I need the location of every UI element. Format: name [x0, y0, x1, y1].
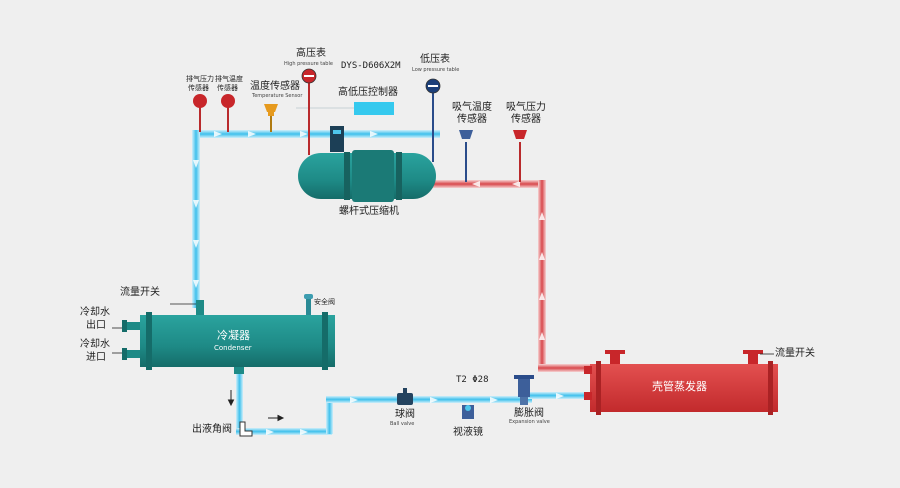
hl-controller-label: 高低压控制器	[338, 87, 398, 98]
suction-temp-label-l1: 吸气温度	[452, 102, 492, 113]
hot-pipe-suction	[430, 180, 590, 372]
screw-compressor	[298, 126, 436, 202]
discharge-pressure-label-l2: 传感器	[188, 84, 209, 92]
low-pressure-label: 低压表	[420, 54, 450, 65]
flow-switch-left-label: 流量开关	[120, 287, 160, 298]
ball-valve-label: 球阀	[395, 409, 415, 420]
discharge-temp-sensor	[221, 94, 235, 132]
condenser	[122, 300, 335, 374]
sight-glass	[462, 405, 474, 419]
temp-sensor-label-en: Temperature Sensor	[252, 93, 303, 99]
discharge-temp-label-l2: 传感器	[217, 84, 238, 92]
expansion-valve	[514, 375, 534, 405]
cooling-water-out-l1: 冷却水	[80, 307, 110, 318]
hl-controller-box	[354, 102, 394, 115]
condenser-label: 冷凝器	[217, 329, 250, 342]
safety-valve	[304, 294, 313, 315]
suction-pressure-label-l2: 传感器	[511, 114, 541, 125]
ball-valve	[397, 388, 413, 405]
flow-switch-right-label: 流量开关	[775, 348, 815, 359]
discharge-pressure-label-l1: 排气压力	[186, 75, 214, 83]
direction-arrows	[227, 390, 285, 422]
sight-glass-label: 视液镜	[453, 427, 483, 438]
condenser-label-en: Condenser	[214, 344, 252, 352]
cold-pipe-left-vertical	[192, 130, 200, 308]
compressor-label: 螺杆式压缩机	[339, 206, 399, 217]
cooling-water-in-l2: 进口	[86, 352, 106, 363]
discharge-temp-label-l1: 排气温度	[215, 75, 243, 83]
pipe-spec-label: T2 Φ28	[456, 375, 489, 385]
expansion-valve-label-en: Expansion valve	[509, 419, 550, 425]
low-pressure-gauge	[425, 78, 441, 162]
discharge-pressure-sensor	[193, 94, 207, 132]
high-pressure-label-en: High pressure table	[284, 61, 333, 67]
evaporator-label: 壳管蒸发器	[652, 380, 707, 393]
expansion-valve-label: 膨胀阀	[514, 408, 544, 419]
suction-temp-sensor	[459, 130, 473, 182]
shell-tube-evaporator	[584, 350, 778, 415]
flow-arrows-hot	[472, 181, 545, 340]
temp-sensor-label: 温度传感器	[250, 81, 300, 92]
compressor-model: DYS-D606X2M	[341, 61, 401, 71]
outlet-angle-valve-label: 出液角阀	[192, 424, 232, 435]
suction-pressure-sensor	[513, 130, 527, 182]
high-pressure-label: 高压表	[296, 48, 326, 59]
high-pressure-gauge	[301, 68, 317, 155]
cooling-water-out-l2: 出口	[86, 320, 106, 331]
cold-pipe-discharge-top	[196, 130, 440, 138]
low-pressure-label-en: Low pressure table	[412, 67, 460, 73]
flow-arrows-cold	[193, 131, 564, 435]
safety-valve-label: 安全阀	[314, 298, 335, 306]
suction-pressure-label-l1: 吸气压力	[506, 102, 546, 113]
suction-temp-label-l2: 传感器	[457, 114, 487, 125]
cooling-water-in-l1: 冷却水	[80, 339, 110, 350]
temperature-sensor	[264, 104, 278, 132]
outlet-angle-valve	[239, 421, 253, 437]
ball-valve-label-en: Ball valve	[390, 421, 415, 427]
